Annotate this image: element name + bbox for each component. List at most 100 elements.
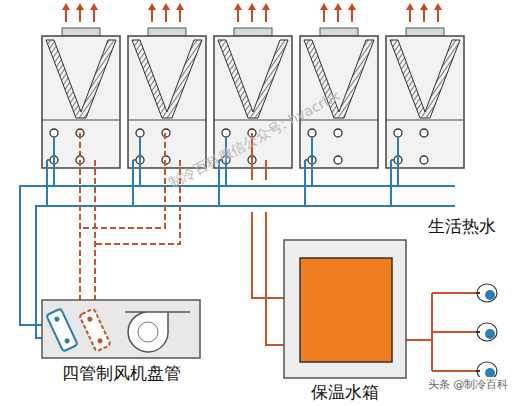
pipe-line bbox=[251, 8, 253, 22]
heat-pump-unit bbox=[42, 3, 120, 206]
pipe-path bbox=[234, 3, 242, 10]
pipe-line bbox=[437, 8, 439, 22]
source-watermark: 头条 @制冷百科 bbox=[426, 377, 511, 392]
pipe-line bbox=[93, 8, 95, 22]
pipe-ellipse bbox=[477, 323, 497, 341]
pipe-line bbox=[42, 120, 120, 121]
pipe-line bbox=[165, 8, 167, 22]
tank-water bbox=[300, 258, 392, 362]
pipe-path bbox=[176, 3, 184, 10]
pipe-line bbox=[237, 8, 239, 22]
shower-head bbox=[476, 284, 497, 302]
fan-scroll bbox=[125, 312, 190, 352]
pipe-polyline bbox=[80, 133, 165, 228]
pipe-circle bbox=[136, 129, 144, 137]
pipe-circle bbox=[54, 316, 61, 323]
pipe-path bbox=[148, 3, 156, 10]
pipe-line bbox=[128, 120, 206, 121]
pipe-circle bbox=[420, 156, 428, 164]
pipe-polyline bbox=[132, 160, 134, 206]
pipe-path bbox=[162, 3, 170, 10]
pipe-circle bbox=[50, 129, 58, 137]
pipe-ellipse bbox=[485, 290, 495, 300]
pipe-path bbox=[390, 40, 460, 118]
pipe-rect bbox=[320, 28, 358, 36]
pipe-polyline bbox=[46, 160, 48, 206]
pipe-polyline bbox=[432, 292, 476, 294]
pipe-circle bbox=[97, 338, 104, 345]
pipe-path bbox=[348, 3, 356, 10]
pipe-line bbox=[423, 8, 425, 22]
heat-pump-unit bbox=[214, 3, 292, 206]
pipe-polyline bbox=[79, 133, 81, 300]
pipe-circle bbox=[420, 129, 428, 137]
heat-pump-unit bbox=[386, 3, 464, 206]
pipe-path bbox=[334, 3, 342, 10]
pipe-path bbox=[90, 3, 98, 10]
pipe-circle bbox=[394, 129, 402, 137]
pipe-polyline bbox=[390, 160, 392, 206]
node-label: 保温水箱 bbox=[309, 381, 381, 404]
pipe-circle bbox=[87, 316, 94, 323]
pipe-circle bbox=[308, 129, 316, 137]
pipe-path bbox=[434, 3, 442, 10]
pipe-polyline bbox=[397, 137, 399, 186]
pipe-polyline bbox=[432, 370, 476, 372]
pipe-rect bbox=[148, 28, 186, 36]
pipe-rect bbox=[79, 308, 110, 351]
pipe-line bbox=[151, 8, 153, 22]
shower-head bbox=[476, 323, 497, 341]
pipe-circle bbox=[222, 129, 230, 137]
pipe-path bbox=[76, 3, 84, 10]
pipe-rect bbox=[406, 28, 444, 36]
pipe-line bbox=[79, 8, 81, 22]
pipe-path bbox=[132, 40, 202, 118]
pipe-line bbox=[323, 8, 325, 22]
pipe-rect bbox=[46, 308, 77, 351]
pipe-line bbox=[351, 8, 353, 22]
pipe-line bbox=[409, 8, 411, 22]
heating-coil bbox=[79, 308, 110, 351]
pipe-rect bbox=[62, 28, 100, 36]
pipe-circle bbox=[334, 156, 342, 164]
pipe-path bbox=[262, 3, 270, 10]
pipe-path bbox=[46, 40, 116, 118]
pipe-path bbox=[248, 3, 256, 10]
pipe-line bbox=[476, 292, 480, 294]
insulated-water-tank: 保温水箱 bbox=[284, 240, 406, 378]
pipe-line bbox=[305, 159, 308, 161]
pipe-path bbox=[406, 3, 414, 10]
hot-water-pipes-dashed bbox=[80, 133, 180, 300]
pipe-path bbox=[420, 3, 428, 10]
tank-insulation bbox=[284, 240, 406, 378]
pipe-path bbox=[320, 3, 328, 10]
fan-coil-unit: 四管制风机盘管 bbox=[42, 300, 200, 358]
pipe-path bbox=[218, 40, 288, 118]
heat-pump-units bbox=[42, 3, 464, 206]
pipe-line bbox=[476, 331, 480, 333]
pipe-polyline bbox=[265, 160, 267, 180]
shower-heads bbox=[476, 284, 497, 380]
pipe-polyline bbox=[304, 160, 306, 206]
fan-coil-housing bbox=[42, 300, 200, 358]
pipe-rect bbox=[234, 28, 272, 36]
fan-wheel bbox=[138, 322, 158, 342]
pipe-polyline bbox=[95, 160, 180, 244]
pipe-polyline bbox=[311, 137, 313, 186]
cooling-coil bbox=[46, 308, 77, 351]
pipe-line bbox=[391, 159, 394, 161]
pipe-line bbox=[265, 8, 267, 22]
pipe-line bbox=[65, 8, 67, 22]
node-label: 四管制风机盘管 bbox=[60, 362, 183, 385]
pipe-line bbox=[386, 120, 464, 121]
pipe-circle bbox=[64, 338, 71, 345]
pipe-line bbox=[476, 370, 480, 372]
pipe-path bbox=[62, 3, 70, 10]
pipe-line bbox=[133, 159, 136, 161]
pipe-polyline bbox=[139, 137, 141, 186]
pipe-polyline bbox=[432, 331, 476, 333]
pipe-line bbox=[47, 159, 50, 161]
pipe-circle bbox=[334, 129, 342, 137]
pipe-ellipse bbox=[485, 329, 495, 339]
